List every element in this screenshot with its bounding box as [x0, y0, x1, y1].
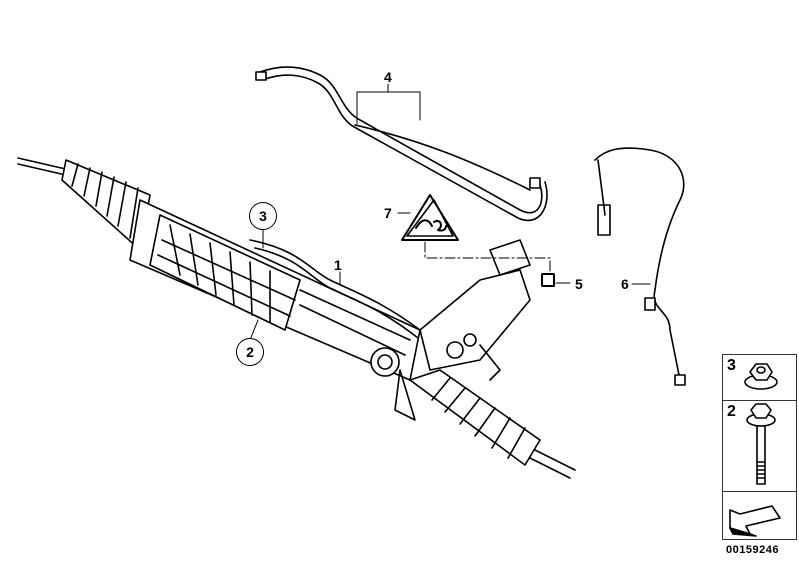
callout-6: 6 — [621, 276, 629, 292]
legend-label-3: 3 — [727, 357, 736, 374]
control-valve — [419, 239, 531, 381]
pressure-hose — [255, 66, 548, 221]
callout-4: 4 — [384, 69, 392, 85]
warning-triangle-icon — [401, 194, 459, 241]
callout-2: 2 — [236, 338, 264, 366]
legend-panel-bolt: 2 — [722, 400, 797, 491]
document-number: 00159246 — [726, 544, 779, 556]
flange-nut-icon — [744, 363, 778, 390]
callout-1: 1 — [334, 257, 342, 273]
right-boot — [409, 369, 541, 466]
arrow-left-down-icon — [729, 505, 781, 537]
legend-label-2: 2 — [727, 403, 736, 420]
right-tie-rod — [529, 449, 576, 479]
callout-7: 7 — [384, 205, 392, 221]
callout-bracket-4 — [356, 83, 421, 125]
sensor-cable — [594, 147, 686, 386]
callout-5: 5 — [575, 276, 583, 292]
feed-line — [249, 239, 421, 339]
reference-line — [424, 241, 551, 273]
seal-part-5 — [541, 273, 555, 287]
legend-panel-arrow — [722, 491, 797, 540]
legend-panel-nut: 3 — [722, 354, 797, 400]
hex-bolt-icon — [746, 403, 776, 485]
left-boot — [61, 159, 151, 251]
leader-lines — [249, 212, 651, 341]
left-tie-rod — [17, 157, 71, 177]
callout-3: 3 — [249, 202, 277, 230]
